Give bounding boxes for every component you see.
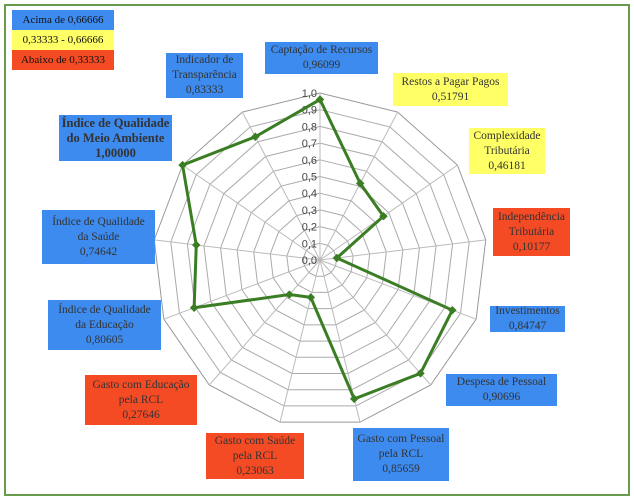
- data-point: [189, 303, 199, 312]
- grid-ring: [170, 109, 470, 407]
- grid-ring: [286, 226, 354, 293]
- axis-spoke: [154, 239, 321, 261]
- category-name: Captação de Recursos: [270, 44, 373, 56]
- axis-spoke: [182, 164, 321, 261]
- legend: Acima de 0,66666 0,33333 - 0,66666 Abaix…: [12, 10, 114, 70]
- category-value: 0,90696: [482, 391, 521, 403]
- data-point: [192, 240, 201, 250]
- data-point: [355, 179, 365, 188]
- category-value: 0,46181: [488, 159, 526, 172]
- category-value: 0,96099: [302, 59, 341, 71]
- data-point: [349, 394, 359, 404]
- data-point: [251, 132, 260, 142]
- data-series-line: [180, 97, 455, 401]
- category-label: Restos a Pagar Pagos 0,51791: [393, 73, 508, 106]
- r-tick-label: 0,0: [302, 255, 317, 267]
- grid-ring: [220, 159, 420, 358]
- data-point: [285, 290, 294, 299]
- r-tick-label: 1,0: [302, 88, 317, 100]
- category-value: 0,27646: [122, 408, 160, 421]
- axis-spoke: [319, 259, 432, 386]
- legend-item-low: Abaixo de 0,33333: [12, 50, 114, 70]
- category-name: Restos a Pagar Pagos: [401, 75, 500, 88]
- category-name: Despesa de Pessoal: [456, 376, 547, 388]
- category-value: 1,00000: [95, 145, 136, 160]
- grid-ring: [153, 92, 487, 423]
- chart-frame: [4, 4, 630, 496]
- axis-spoke: [319, 164, 458, 261]
- legend-item-mid: 0,33333 - 0,66666: [12, 30, 114, 50]
- data-point: [416, 369, 425, 378]
- grid-ring: [203, 142, 437, 375]
- data-point: [379, 211, 388, 221]
- category-label: Despesa de Pessoal 0,90696: [446, 374, 557, 406]
- category-value: 0,83333: [185, 84, 224, 96]
- category-value: 0,51791: [431, 90, 470, 103]
- r-tick-label: 0,2: [302, 222, 317, 234]
- category-value: 0,74642: [79, 245, 118, 258]
- grid-ring: [186, 125, 454, 391]
- category-value: 0,23063: [236, 464, 274, 477]
- r-tick-label: 0,1: [302, 238, 317, 250]
- r-tick-label: 0,7: [302, 138, 317, 150]
- r-tick-label: 0,3: [302, 205, 317, 217]
- data-point: [306, 293, 316, 302]
- axis-spoke: [279, 259, 321, 423]
- category-name: Investimentos: [495, 305, 560, 317]
- category-value: 0,85659: [382, 463, 420, 475]
- data-point: [178, 160, 187, 170]
- category-value: 0,80605: [85, 333, 124, 346]
- legend-item-high: Acima de 0,66666: [12, 10, 114, 30]
- category-value: 0,10177: [512, 240, 551, 253]
- r-tick-label: 0,8: [302, 121, 317, 133]
- axis-spoke: [319, 239, 486, 261]
- grid-ring: [236, 175, 404, 342]
- data-point: [448, 305, 457, 315]
- category-value: 0,84747: [508, 320, 547, 332]
- r-tick-label: 0,5: [302, 172, 317, 184]
- r-tick-label: 0,6: [302, 155, 317, 167]
- category-label: Captação de Recursos 0,96099: [265, 42, 378, 74]
- grid-ring: [302, 242, 338, 277]
- axis-spoke: [163, 259, 321, 320]
- r-tick-label: 0,4: [302, 188, 317, 200]
- category-label: Investimentos 0,84747: [490, 305, 565, 332]
- grid-ring: [253, 192, 387, 326]
- axis-spoke: [208, 259, 321, 386]
- data-point: [315, 95, 325, 104]
